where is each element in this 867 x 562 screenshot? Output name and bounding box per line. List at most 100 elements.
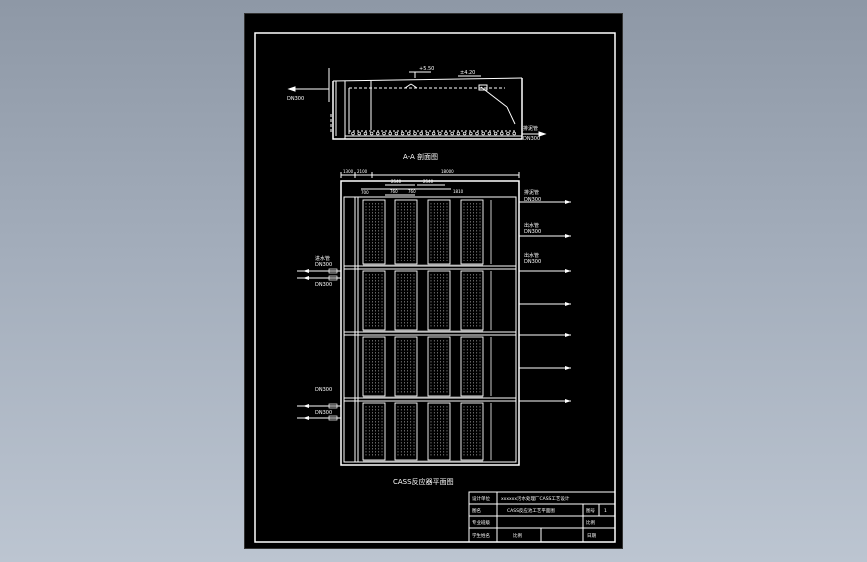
aerator-dot xyxy=(438,131,442,136)
tb-r1c2: xxxxxx污水处理厂CASS工艺设计 xyxy=(501,495,570,502)
aeration-panel xyxy=(362,199,386,265)
flow-arrow xyxy=(565,366,571,370)
left-label-4-size: DN300 xyxy=(315,410,332,416)
aerator-dot xyxy=(475,131,479,136)
tb-r2c1: 图名 xyxy=(472,507,481,514)
aeration-panel xyxy=(460,270,484,331)
right-label-1-size: DN300 xyxy=(524,197,541,203)
aerator-dot xyxy=(462,131,467,136)
dim-4: 700 xyxy=(361,190,369,195)
valve xyxy=(328,275,338,281)
aerator-dot xyxy=(425,131,430,136)
drawing-sheet: DN300 +5.50 ±4.20 排泥管 DN300 A-A 剖面图 1300… xyxy=(244,13,623,549)
flow-arrow xyxy=(565,333,571,337)
aeration-panel xyxy=(460,402,484,461)
aerator-dot xyxy=(450,131,454,136)
dim-9: 1810 xyxy=(453,189,464,194)
aeration-panel xyxy=(427,270,451,331)
section-top-level: +5.50 xyxy=(419,66,434,72)
dim-8: 760 xyxy=(408,189,416,194)
left-label-1-size: DN300 xyxy=(315,262,332,268)
left-label-3-size: DN300 xyxy=(315,387,332,393)
tb-r4c2: 比例 xyxy=(513,532,522,539)
flow-arrow xyxy=(303,404,309,408)
aerator-dot xyxy=(500,131,504,136)
tb-r3c1: 专业班级 xyxy=(472,519,490,526)
tb-r4c1: 学生姓名 xyxy=(472,532,490,539)
valve xyxy=(328,403,338,409)
dim-2: 2100 xyxy=(357,169,368,174)
plan-title: CASS反应器平面图 xyxy=(393,477,454,486)
aeration-panel xyxy=(394,199,418,265)
section-left-pipe: DN300 xyxy=(287,96,304,102)
section-view xyxy=(287,68,547,140)
dim-3: 18000 xyxy=(441,169,454,174)
tb-r1c1: 设计单位 xyxy=(472,495,490,502)
tb-r2c2: CASS反应池工艺平面图 xyxy=(507,507,555,514)
aerator-dot xyxy=(357,131,361,136)
flow-arrow xyxy=(565,234,571,238)
aeration-panel xyxy=(460,336,484,397)
valve xyxy=(328,415,338,421)
aeration-panel xyxy=(394,270,418,331)
aerator-dot xyxy=(400,131,405,136)
right-label-2-size: DN300 xyxy=(524,229,541,235)
tb-r2c3: 图号 xyxy=(586,508,595,514)
aerator-dot xyxy=(382,131,386,136)
plan-grid xyxy=(362,199,492,462)
aerator-dot xyxy=(388,131,392,136)
aerator-dot xyxy=(512,131,516,136)
flow-arrow xyxy=(303,276,309,280)
section-title: A-A 剖面图 xyxy=(403,152,438,161)
cad-drawing: DN300 +5.50 ±4.20 排泥管 DN300 A-A 剖面图 1300… xyxy=(254,32,616,543)
flow-arrow xyxy=(565,269,571,273)
aeration-panel xyxy=(362,402,386,461)
flow-arrow xyxy=(303,269,309,273)
aeration-panel xyxy=(460,199,484,265)
right-label-3-size: DN300 xyxy=(524,259,541,265)
flow-arrow xyxy=(565,302,571,306)
dim-7: 760 xyxy=(390,189,398,194)
section-right-pipe: DN300 xyxy=(523,136,540,142)
aerator-dot xyxy=(376,131,380,136)
aerator-dot xyxy=(407,131,411,136)
aerator-dot xyxy=(419,131,423,136)
dim-6: 2540 xyxy=(423,179,434,184)
aeration-dots xyxy=(351,131,516,136)
right-label-3-name: 出水管 xyxy=(524,252,539,259)
tb-r4c3: 日期 xyxy=(587,533,596,539)
right-label-2-name: 出水管 xyxy=(524,222,539,229)
aerator-dot xyxy=(351,131,355,136)
dim-5: 2540 xyxy=(391,179,402,184)
tb-r2c4: 1 xyxy=(604,508,607,514)
aeration-panel xyxy=(362,336,386,397)
left-label-2-size: DN300 xyxy=(315,282,332,288)
aerator-dot xyxy=(469,131,473,136)
aerator-dot xyxy=(369,131,374,136)
title-block xyxy=(468,491,616,543)
aeration-panel xyxy=(362,270,386,331)
plan-pipes xyxy=(297,200,571,421)
left-label-1-name: 进水管 xyxy=(315,255,330,262)
aerator-dot xyxy=(431,131,436,136)
aeration-panel xyxy=(427,336,451,397)
flow-arrow xyxy=(303,416,309,420)
aerator-dot xyxy=(413,131,417,136)
aerator-dot xyxy=(456,131,461,136)
flow-arrow xyxy=(565,399,571,403)
section-water-level: ±4.20 xyxy=(460,70,475,76)
right-label-1-name: 排泥管 xyxy=(524,189,539,196)
aerator-dot xyxy=(363,131,368,136)
aerator-dot xyxy=(394,131,399,136)
aeration-panel xyxy=(394,336,418,397)
aerator-dot xyxy=(481,131,485,136)
aeration-panel xyxy=(427,199,451,265)
valve xyxy=(328,268,338,274)
aeration-panel xyxy=(427,402,451,461)
dim-1: 1300 xyxy=(343,169,354,174)
aerator-dot xyxy=(444,131,448,136)
aerator-dot xyxy=(487,131,492,136)
section-right-pipe-name: 排泥管 xyxy=(523,125,538,132)
aerator-dot xyxy=(506,131,510,136)
tb-r3c3: 比例 xyxy=(586,519,595,526)
